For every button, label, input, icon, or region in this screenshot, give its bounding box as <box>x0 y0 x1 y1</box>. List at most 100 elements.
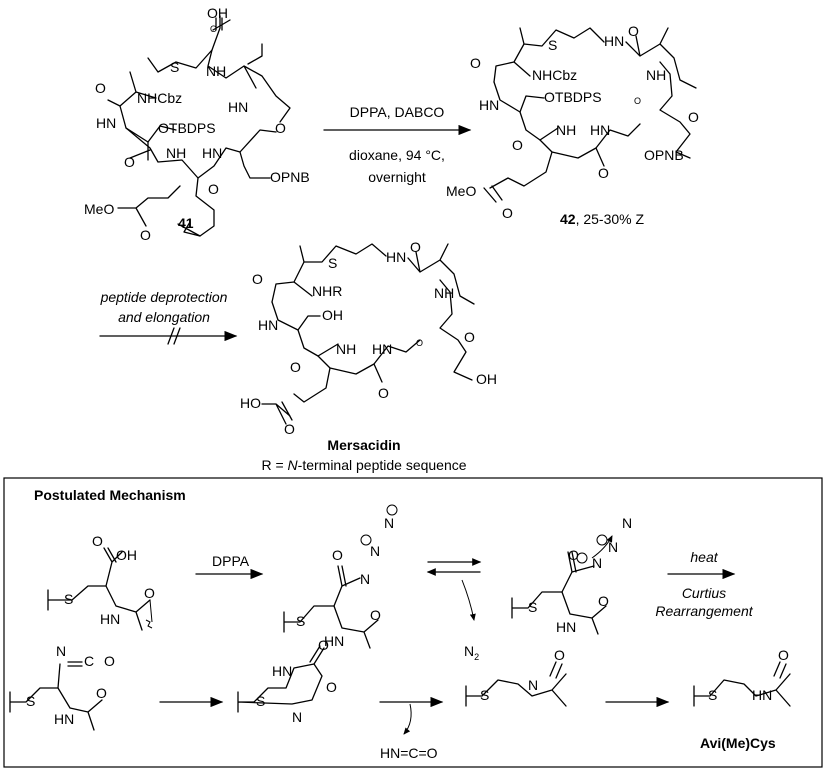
mechanism-mol4: N C O S HN O <box>9 643 115 731</box>
atom-label: N <box>292 709 302 725</box>
atom-label: NHR <box>312 283 342 299</box>
atom-label: NH <box>434 285 454 301</box>
atom-label: N <box>528 677 538 693</box>
atom-label: N <box>608 539 618 555</box>
atom-label: HN <box>258 317 278 333</box>
atom-label: O <box>512 137 523 153</box>
compound-number-41: 41 <box>178 215 194 231</box>
atom-label: NH <box>206 63 226 79</box>
atom-label: O <box>378 385 389 401</box>
atom-label: N <box>384 515 394 531</box>
atom-label: S <box>480 687 489 703</box>
atom-label: O <box>416 338 423 348</box>
atom-label: O <box>252 271 263 287</box>
atom-label: HO <box>240 395 261 411</box>
atom-label: S <box>296 613 305 629</box>
atom-label: NHCbz <box>532 67 577 83</box>
byproduct-hnco: HN=C=O <box>380 745 438 761</box>
atom-label: O <box>410 239 421 255</box>
atom-label: OH <box>116 547 137 563</box>
mechanism-mol2: O N N N S HN O <box>283 515 394 649</box>
atom-label: S <box>170 59 179 75</box>
atom-label: OTBDPS <box>158 120 216 136</box>
atom-label: O <box>96 685 107 701</box>
atom-label: N <box>622 515 632 531</box>
atom-label: O <box>598 593 609 609</box>
atom-label: O <box>275 120 286 136</box>
yield-label: , 25-30% Z <box>576 211 645 227</box>
atom-label: HN <box>752 687 772 703</box>
atom-label: O <box>688 109 699 125</box>
atom-label: MeO <box>84 201 114 217</box>
compound-42-atoms: S HN O O NHCbz NH HN OTBDPS O O NH HN OP… <box>446 23 699 227</box>
compound-41-atoms: OH O S NH NHCbz HN O HN O OTBDPS O NH HN… <box>84 5 310 243</box>
atom-label: HN <box>96 115 116 131</box>
atom-label: O <box>568 547 579 563</box>
atom-label: O <box>104 653 115 669</box>
curtius-label: Curtius <box>682 585 726 601</box>
atom-label: O <box>628 23 639 39</box>
atom-label: O <box>470 55 481 71</box>
r-group-definition: R = N-terminal peptide sequence <box>261 457 466 473</box>
atom-label: OTBDPS <box>544 89 602 105</box>
compound-number-42: 42 <box>560 211 576 227</box>
atom-label: O <box>124 154 135 170</box>
atom-label: OH <box>207 5 228 21</box>
atom-label: NH <box>556 122 576 138</box>
reaction-arrow-1: DPPA, DABCO dioxane, 94 °C, overnight <box>323 104 472 185</box>
rearrangement-label: Rearrangement <box>655 603 753 619</box>
avimecys-label: Avi(Me)Cys <box>700 735 776 751</box>
atom-label: S <box>548 37 557 53</box>
atom-label: S <box>528 599 537 615</box>
atom-label: OPNB <box>270 169 310 185</box>
atom-label: O <box>318 637 329 653</box>
mechanism-title: Postulated Mechanism <box>34 487 186 503</box>
atom-label: O <box>326 679 337 695</box>
mechanism-mol5: HN O O S N <box>237 637 337 725</box>
elongation-label: and elongation <box>118 309 210 325</box>
atom-label: O <box>208 181 219 197</box>
atom-label: O <box>92 533 103 549</box>
reaction-arrow-2: peptide deprotection and elongation <box>99 289 238 345</box>
atom-label: HN <box>100 611 120 627</box>
atom-label: HN <box>272 663 292 679</box>
atom-label: HN <box>54 711 74 727</box>
atom-label: O <box>140 227 151 243</box>
atom-label: NH <box>336 341 356 357</box>
mechanism-mol6: S N O <box>465 647 567 707</box>
atom-label: OH <box>322 307 343 323</box>
atom-label: S <box>328 255 337 271</box>
atom-label: O <box>144 585 155 601</box>
atom-label: O <box>634 96 641 106</box>
atom-label: O <box>778 647 789 663</box>
atom-label: MeO <box>446 183 476 199</box>
atom-label: O <box>370 607 381 623</box>
mersacidin-atoms: S HN O O NHR NH HN OH O O NH HN O OH O H… <box>240 239 497 437</box>
atom-label: S <box>64 591 73 607</box>
atom-label: N <box>592 555 602 571</box>
atom-label: N <box>370 543 380 559</box>
atom-label: OPNB <box>644 147 684 163</box>
atom-label: HN <box>604 33 624 49</box>
compound-41 <box>107 15 291 237</box>
reagents-label: DPPA, DABCO <box>350 104 445 120</box>
atom-label: HN <box>386 249 406 265</box>
atom-label: S <box>26 693 35 709</box>
atom-label: S <box>256 693 265 709</box>
atom-label: O <box>290 359 301 375</box>
atom-label: C <box>84 653 94 669</box>
atom-label: HN <box>556 619 576 635</box>
atom-label: HN <box>590 122 610 138</box>
atom-label: O <box>332 547 343 563</box>
atom-label: O <box>554 647 565 663</box>
mersacidin-structure <box>271 243 475 403</box>
atom-label: NH <box>646 67 666 83</box>
atom-label: OH <box>476 371 497 387</box>
mersacidin-name: Mersacidin <box>327 437 400 453</box>
mech-heat-label: heat <box>690 549 718 565</box>
atom-label: NH <box>166 145 186 161</box>
atom-label: N <box>360 571 370 587</box>
atom-label: O <box>598 165 609 181</box>
atom-label: HN <box>479 97 499 113</box>
mechanism-box <box>3 477 823 768</box>
